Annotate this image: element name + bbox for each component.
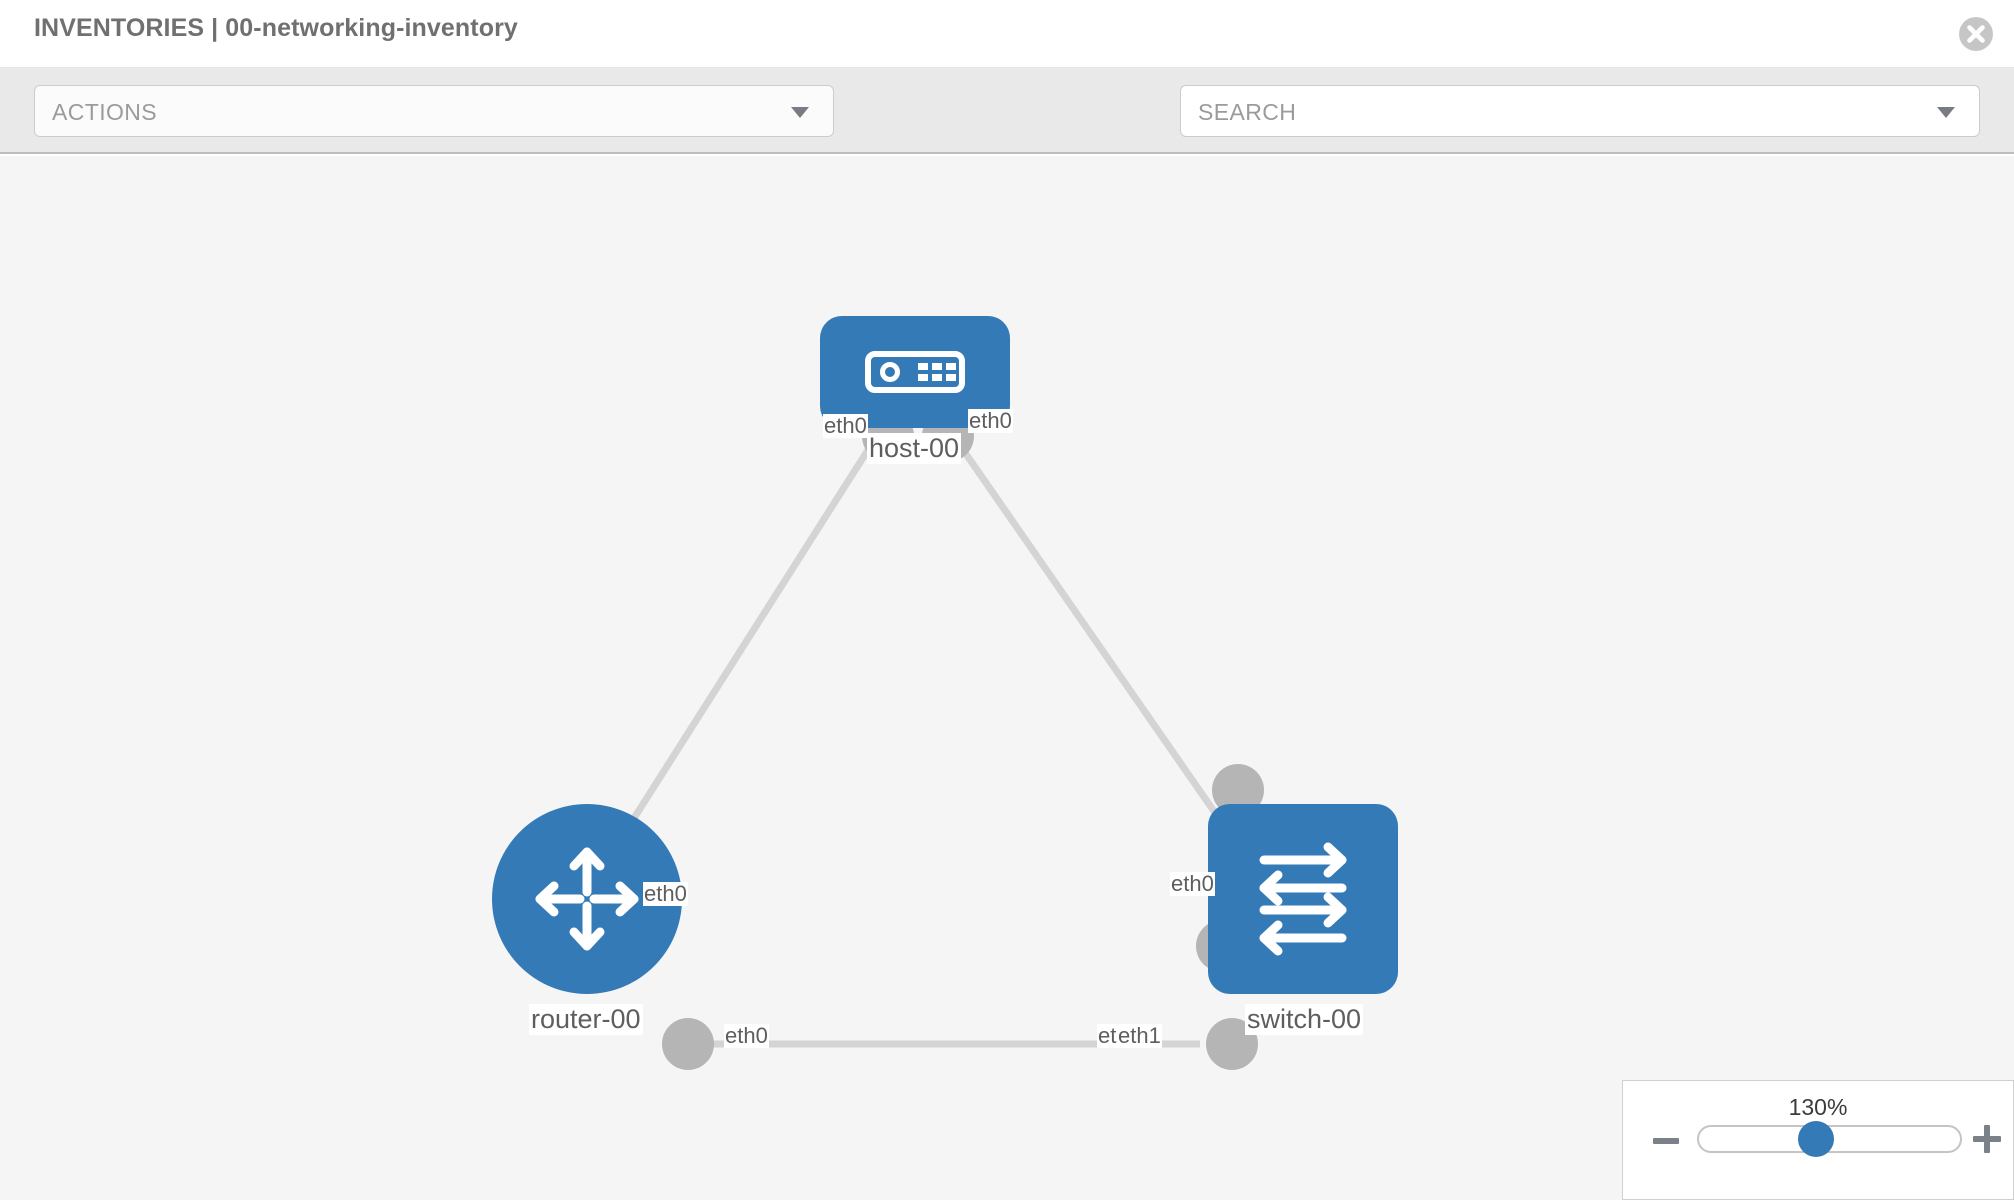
node-host-00-label: host-00	[867, 433, 962, 464]
node-switch-00-label: switch-00	[1245, 1004, 1364, 1035]
close-button[interactable]	[1958, 16, 1994, 52]
page-title: INVENTORIES | 00-networking-inventory	[34, 14, 518, 42]
zoom-slider-thumb[interactable]	[1798, 1121, 1834, 1157]
zoom-control-panel: 130%	[1622, 1080, 2014, 1200]
iface-label-switch-host: eth0	[1170, 871, 1215, 897]
node-router-00-label: router-00	[529, 1004, 643, 1035]
chevron-down-icon[interactable]	[1937, 107, 1955, 118]
node-switch-00-shape[interactable]	[1208, 804, 1398, 994]
page-header: INVENTORIES | 00-networking-inventory	[0, 0, 2014, 68]
link-host-switch[interactable]	[947, 429, 1248, 858]
plus-icon[interactable]	[1973, 1125, 2001, 1153]
router-arrows-icon	[535, 847, 639, 951]
iface-label-host-router: eth0	[823, 413, 868, 439]
close-circle-icon	[1959, 17, 1993, 51]
zoom-level-value: 130%	[1788, 1094, 1848, 1120]
server-icon	[865, 351, 965, 393]
iface-label-host-switch: eth0	[968, 408, 1013, 434]
search-input[interactable]: SEARCH	[1180, 85, 1980, 137]
iface-label-router-switch: eth0	[724, 1023, 769, 1049]
link-host-router[interactable]	[607, 429, 883, 858]
topology-canvas[interactable]: host-00 router-00	[0, 156, 2014, 1200]
toolbar: ACTIONS SEARCH	[0, 68, 2014, 198]
minus-icon[interactable]	[1653, 1138, 1679, 1144]
topology-graph	[607, 410, 1264, 1070]
search-placeholder: SEARCH	[1198, 99, 1297, 125]
actions-dropdown-label: ACTIONS	[52, 99, 158, 125]
iface-label-router-host: eth0	[643, 881, 688, 907]
actions-dropdown[interactable]: ACTIONS	[34, 85, 834, 137]
iface-label-switch-router: eth1	[1117, 1023, 1162, 1049]
switch-arrows-icon	[1259, 842, 1347, 956]
endpoint-stub[interactable]	[1212, 764, 1264, 816]
endpoint-stub[interactable]	[662, 1018, 714, 1070]
chevron-down-icon	[791, 107, 809, 118]
